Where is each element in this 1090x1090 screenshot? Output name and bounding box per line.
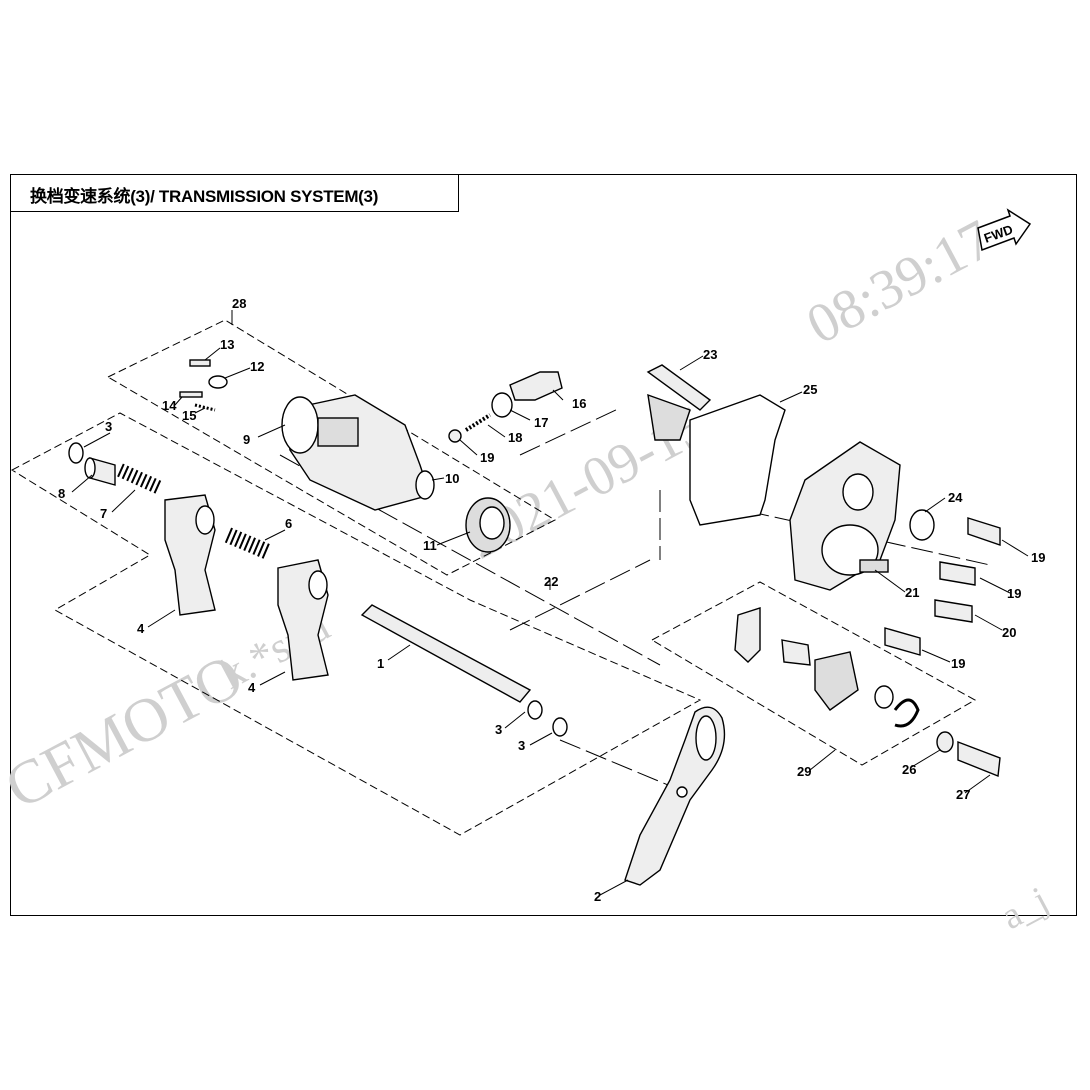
callout-16: 17 <box>534 415 548 430</box>
callout-7: 8 <box>58 486 65 501</box>
part-callouts: 28 3 8 7 9 6 4 4 1 3 3 2 13 12 14 15 16 … <box>58 296 1045 904</box>
shift-cover <box>789 441 901 591</box>
small-pins <box>179 359 228 412</box>
callout-3-low: 3 <box>518 738 525 753</box>
callout-5: 6 <box>285 516 292 531</box>
callout-10: 11 <box>423 538 437 553</box>
diagram-frame <box>10 174 1077 916</box>
fwd-arrow-icon: FWD <box>977 208 1032 252</box>
left-spring-set <box>68 442 163 495</box>
spring-5 <box>224 527 272 560</box>
callout-24: 24 <box>948 490 963 505</box>
stopper-bolt-assembly <box>448 371 563 443</box>
callout-19-c: 19 <box>951 656 965 671</box>
callout-11: 12 <box>250 359 264 374</box>
callout-25: 25 <box>803 382 817 397</box>
drum-cam <box>465 497 511 553</box>
callout-15: 16 <box>572 396 586 411</box>
callout-28: 28 <box>232 296 246 311</box>
shift-fork-right <box>277 559 329 681</box>
axis-line-23 <box>519 407 621 456</box>
callout-9: 10 <box>445 471 459 486</box>
callout-21: 21 <box>905 585 919 600</box>
callout-29: 29 <box>797 764 811 779</box>
shift-shaft-gear <box>646 364 712 441</box>
callout-12: 13 <box>220 337 234 352</box>
callout-23: 23 <box>703 347 717 362</box>
callout-27: 27 <box>956 787 970 802</box>
oil-seal <box>909 509 935 541</box>
watermark-time: 08:39:17 <box>797 208 1002 356</box>
callout-14: 15 <box>182 408 196 423</box>
callout-13: 14 <box>162 398 177 413</box>
callout-6: 7 <box>100 506 107 521</box>
page-title: 换档变速系统(3)/ TRANSMISSION SYSTEM(3) <box>30 187 379 206</box>
circlip-b <box>552 717 568 737</box>
callout-8: 9 <box>243 432 250 447</box>
callout-26: 26 <box>902 762 916 777</box>
callout-4-left: 4 <box>137 621 145 636</box>
watermark-edge: a_j <box>995 879 1056 938</box>
callout-1: 1 <box>377 656 384 671</box>
group-22-outline <box>10 412 702 836</box>
callout-17: 18 <box>508 430 522 445</box>
bolts <box>884 517 1001 777</box>
shift-arm <box>624 706 726 886</box>
axis-line-bolts <box>719 504 991 566</box>
group-29-outline <box>650 581 977 766</box>
callout-19-a: 19 <box>1031 550 1045 565</box>
callout-18: 19 <box>480 450 494 465</box>
callout-2: 2 <box>594 889 601 904</box>
callout-19-b: 19 <box>1007 586 1021 601</box>
axis-line-center <box>509 559 651 631</box>
shift-fork-left <box>164 494 216 616</box>
callout-3-top: 3 <box>105 419 112 434</box>
callout-3-mid: 3 <box>495 722 502 737</box>
watermark-brand: CFMOTO <box>0 642 254 823</box>
ratchet-assembly <box>734 607 954 753</box>
leader-lines <box>71 310 1029 896</box>
shift-drum <box>281 394 435 511</box>
title-box <box>10 174 459 212</box>
fork-shaft <box>360 604 532 703</box>
group-outlines <box>10 319 977 836</box>
axis-line-arm <box>559 739 681 791</box>
callout-22: 22 <box>544 574 558 589</box>
watermarks: CFMOTO k.*sxd 2021-09-15 08:39:17 a_j <box>0 208 1055 938</box>
group-28-outline <box>106 319 557 576</box>
callout-20: 20 <box>1002 625 1016 640</box>
cover-gasket <box>689 394 786 526</box>
callout-4-right: 4 <box>248 680 256 695</box>
circlip-a <box>527 700 543 720</box>
